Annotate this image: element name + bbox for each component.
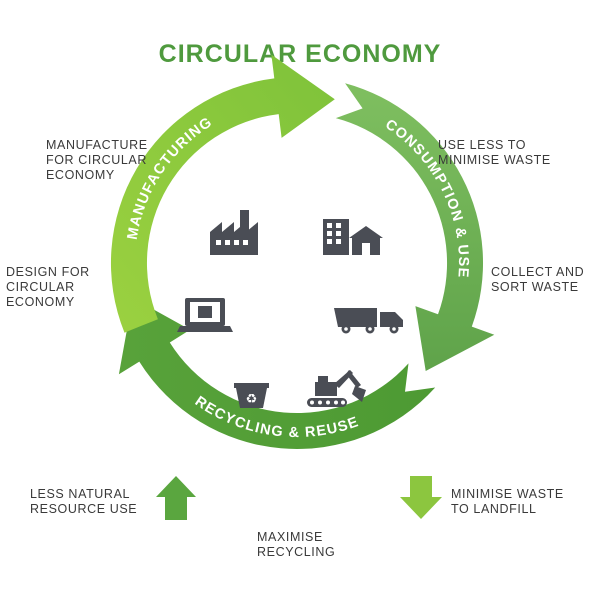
note-maximise-recycling: MAXIMISE RECYCLING xyxy=(257,530,336,559)
consumption-arrow xyxy=(335,83,495,372)
note-collect-sort: COLLECT AND SORT WASTE xyxy=(491,265,585,294)
note-minimise-landfill: MINIMISE WASTE TO LANDFILL xyxy=(451,487,564,516)
truck-icon xyxy=(334,308,403,334)
note-less-natural: LESS NATURAL RESOURCE USE xyxy=(30,487,138,516)
buildings-icon xyxy=(323,219,383,255)
excavator-icon xyxy=(307,370,366,407)
down-arrow-icon xyxy=(400,476,442,519)
factory-icon xyxy=(210,210,258,255)
note-manufacture-circular: MANUFACTURE FOR CIRCULAR ECONOMY xyxy=(46,138,148,182)
laptop-icon xyxy=(177,298,233,332)
note-use-less: USE LESS TO MINIMISE WASTE xyxy=(438,138,551,167)
manufacturing-arrow xyxy=(110,54,335,333)
page-title: CIRCULAR ECONOMY xyxy=(158,40,442,68)
up-arrow-icon xyxy=(156,476,196,520)
recycle-bin-icon: ♻ xyxy=(234,383,269,408)
note-design-circular: DESIGN FOR CIRCULAR ECONOMY xyxy=(6,265,90,309)
svg-text:♻: ♻ xyxy=(246,392,258,407)
recycling-arrow xyxy=(118,297,436,449)
